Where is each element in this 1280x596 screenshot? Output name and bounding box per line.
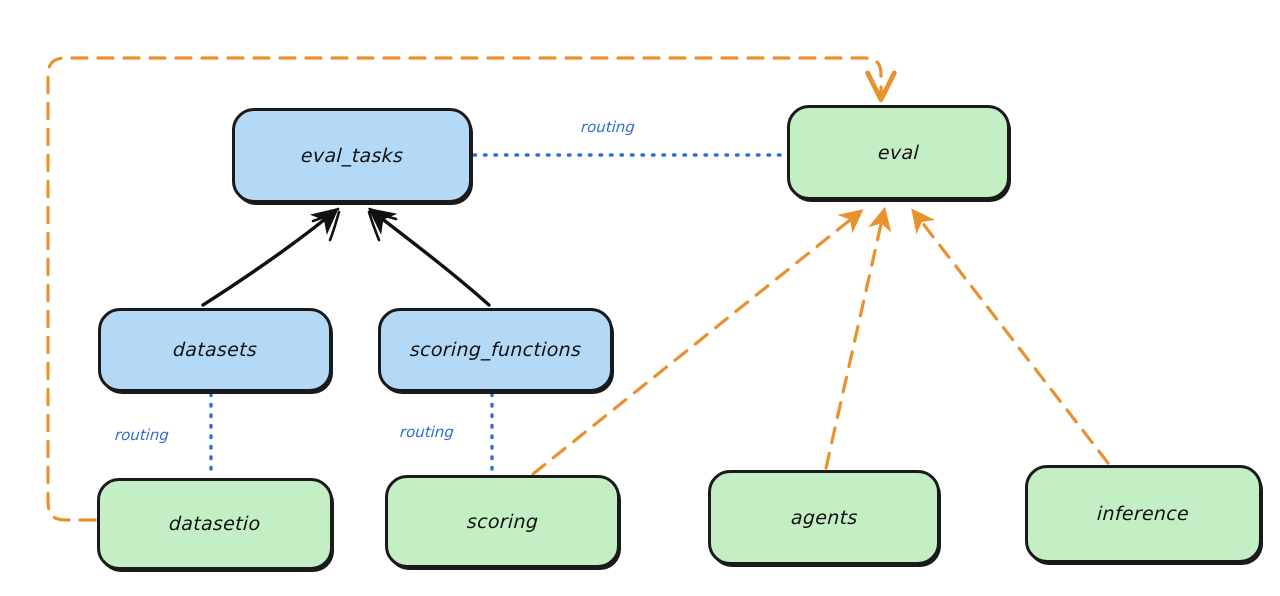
node-label-datasetio: datasetio <box>168 513 262 535</box>
edge-scoring_functions-to-eval_tasks <box>367 207 491 307</box>
node-label-eval-tasks: eval_tasks <box>300 144 404 167</box>
node-label-scoring: scoring <box>466 510 539 533</box>
edge-datasets-to-eval_tasks <box>201 207 341 307</box>
node-label-agents: agents <box>790 506 858 529</box>
node-eval-tasks[interactable]: eval_tasks <box>232 108 472 203</box>
node-agents[interactable]: agents <box>708 470 940 565</box>
node-label-eval: eval <box>877 141 920 164</box>
edge-label-routing-scoring-functions-scoring: routing <box>399 423 455 441</box>
node-label-datasets: datasets <box>172 339 258 361</box>
edge-label-routing-datasets-datasetio: routing <box>114 426 170 444</box>
node-label-inference: inference <box>1096 503 1191 525</box>
node-datasetio[interactable]: datasetio <box>97 478 333 570</box>
node-scoring[interactable]: scoring <box>385 475 620 568</box>
edge-agents-to-eval <box>824 206 892 470</box>
node-datasets[interactable]: datasets <box>98 308 332 392</box>
edge-label-routing-eval-tasks-eval: routing <box>580 118 636 136</box>
node-scoring-functions[interactable]: scoring_functions <box>378 308 613 392</box>
node-eval[interactable]: eval <box>787 105 1010 200</box>
node-label-scoring-functions: scoring_functions <box>409 339 582 361</box>
node-inference[interactable]: inference <box>1025 465 1262 563</box>
edge-inference-to-eval <box>911 208 1110 465</box>
